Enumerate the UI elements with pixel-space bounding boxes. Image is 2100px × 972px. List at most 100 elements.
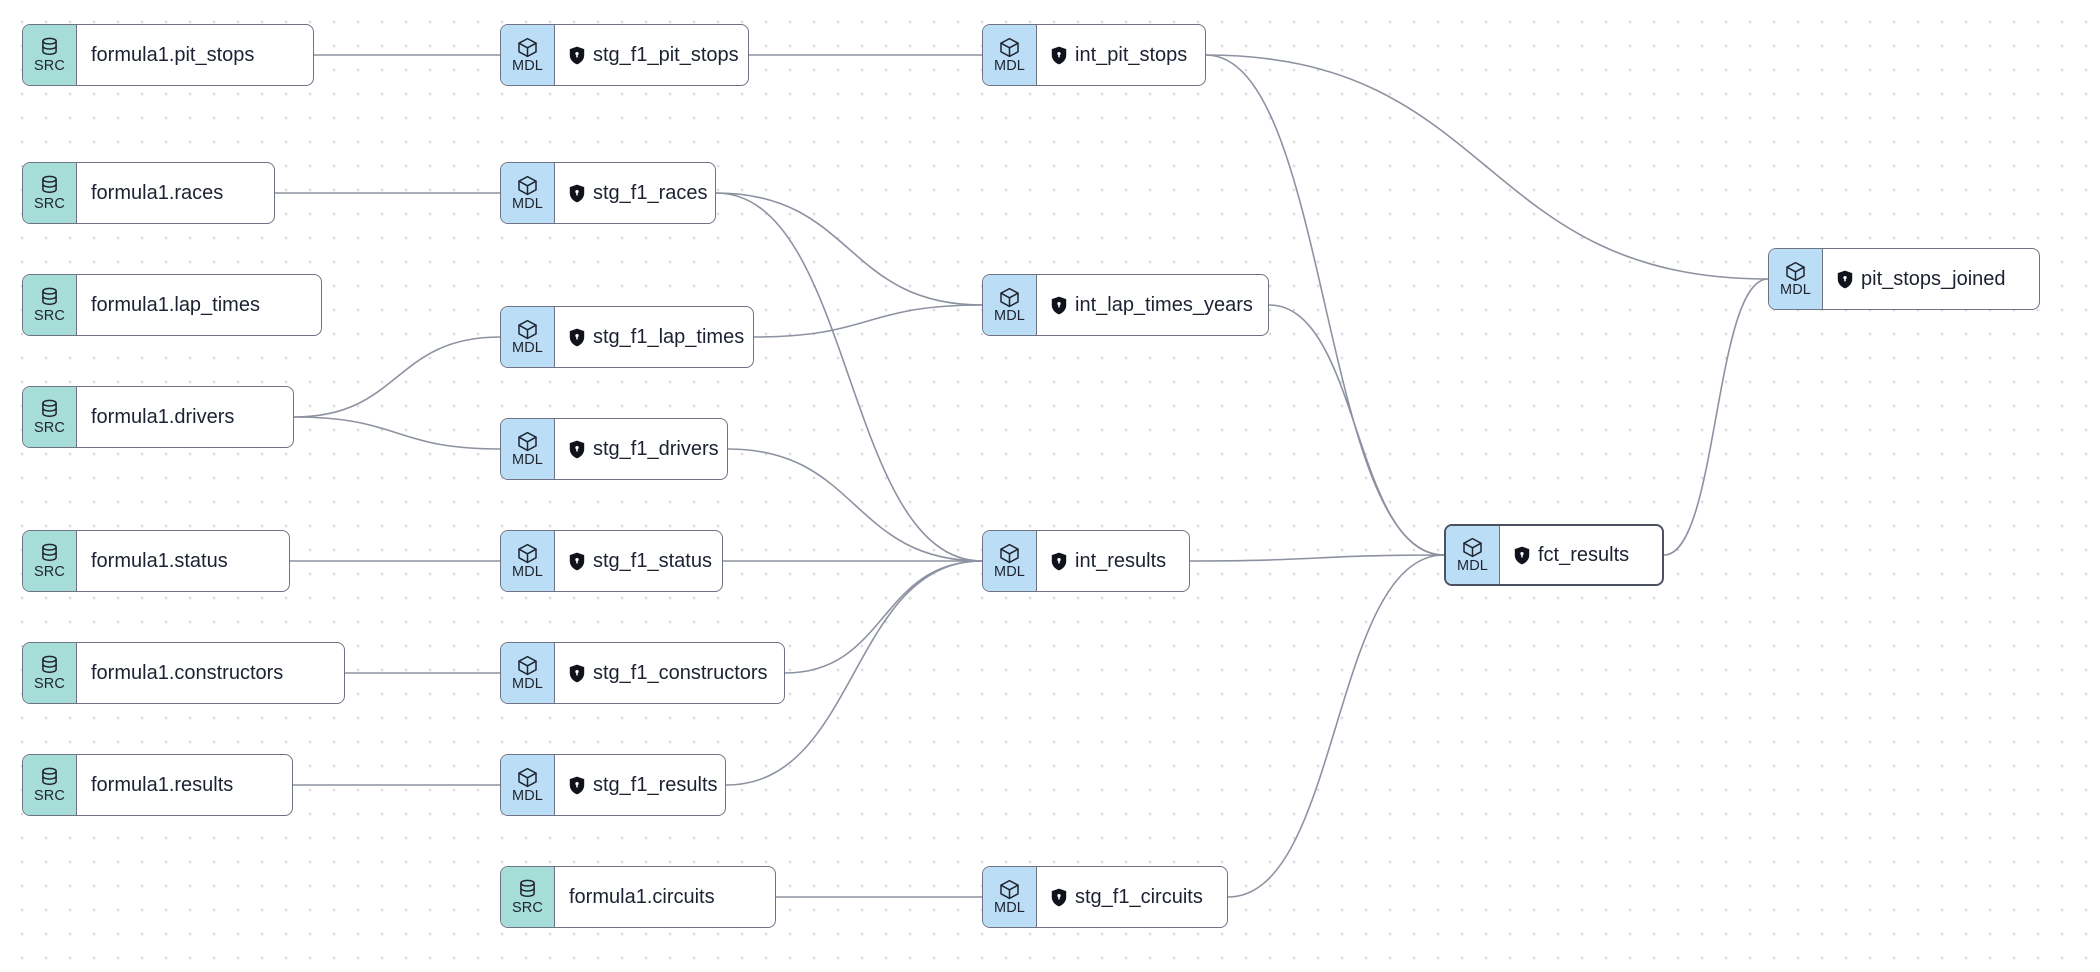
graph-node-stg_f1_drivers[interactable]: MDL stg_f1_drivers xyxy=(500,418,728,480)
cube-icon xyxy=(518,319,537,339)
node-body-stg_f1_races: stg_f1_races xyxy=(555,163,715,223)
node-type-badge-int_lap_times_years: MDL xyxy=(983,275,1037,335)
graph-node-stg_f1_races[interactable]: MDL stg_f1_races xyxy=(500,162,716,224)
database-icon xyxy=(42,37,57,55)
shield-icon xyxy=(1051,296,1067,314)
graph-node-stg_f1_constructors[interactable]: MDL stg_f1_constructors xyxy=(500,642,785,704)
node-type-label: MDL xyxy=(512,451,543,468)
graph-node-formula1_pit_stops[interactable]: SRC formula1.pit_stops xyxy=(22,24,314,86)
shield-icon xyxy=(569,664,585,682)
edge-stg_f1_drivers-to-int_results xyxy=(727,448,983,562)
node-type-badge-pit_stops_joined: MDL xyxy=(1769,249,1823,309)
node-body-formula1_circuits: formula1.circuits xyxy=(555,867,775,927)
node-body-formula1_lap_times: formula1.lap_times xyxy=(77,275,321,335)
database-icon xyxy=(42,287,57,305)
shield-icon xyxy=(569,328,585,346)
node-type-label: SRC xyxy=(34,307,65,324)
cube-icon xyxy=(518,37,537,57)
graph-node-stg_f1_circuits[interactable]: MDL stg_f1_circuits xyxy=(982,866,1228,928)
cube-icon xyxy=(1463,537,1482,557)
node-label: formula1.status xyxy=(91,550,228,572)
cube-icon xyxy=(1000,37,1019,57)
graph-node-stg_f1_status[interactable]: MDL stg_f1_status xyxy=(500,530,723,592)
node-type-badge-stg_f1_circuits: MDL xyxy=(983,867,1037,927)
node-type-label: MDL xyxy=(994,563,1025,580)
node-label: stg_f1_races xyxy=(593,182,708,204)
shield-icon xyxy=(569,184,585,202)
cube-icon xyxy=(518,543,537,563)
node-label: formula1.results xyxy=(91,774,234,796)
node-type-label: SRC xyxy=(34,419,65,436)
node-type-badge-formula1_pit_stops: SRC xyxy=(23,25,77,85)
node-body-formula1_pit_stops: formula1.pit_stops xyxy=(77,25,313,85)
shield-icon xyxy=(1051,888,1067,906)
node-type-badge-formula1_constructors: SRC xyxy=(23,643,77,703)
cube-icon xyxy=(1786,261,1805,281)
node-body-formula1_races: formula1.races xyxy=(77,163,274,223)
node-type-label: MDL xyxy=(512,195,543,212)
node-type-label: MDL xyxy=(994,57,1025,74)
node-body-stg_f1_status: stg_f1_status xyxy=(555,531,722,591)
cube-icon xyxy=(518,655,537,675)
node-body-stg_f1_drivers: stg_f1_drivers xyxy=(555,419,727,479)
node-label: stg_f1_circuits xyxy=(1075,886,1203,908)
node-label: formula1.pit_stops xyxy=(91,44,255,66)
node-type-label: MDL xyxy=(1457,557,1488,574)
database-icon xyxy=(42,175,57,193)
edge-fct_results-to-pit_stops_joined xyxy=(1663,278,1769,556)
node-label: stg_f1_lap_times xyxy=(593,326,745,348)
edge-stg_f1_races-to-int_results xyxy=(715,192,983,562)
node-type-badge-formula1_lap_times: SRC xyxy=(23,275,77,335)
edge-int_results-to-fct_results xyxy=(1189,554,1445,562)
edge-int_pit_stops-to-pit_stops_joined xyxy=(1205,54,1769,280)
shield-icon xyxy=(1514,546,1530,564)
graph-node-formula1_status[interactable]: SRC formula1.status xyxy=(22,530,290,592)
node-body-pit_stops_joined: pit_stops_joined xyxy=(1823,249,2039,309)
node-body-stg_f1_constructors: stg_f1_constructors xyxy=(555,643,784,703)
graph-node-stg_f1_lap_times[interactable]: MDL stg_f1_lap_times xyxy=(500,306,754,368)
shield-icon xyxy=(569,776,585,794)
node-body-stg_f1_pit_stops: stg_f1_pit_stops xyxy=(555,25,748,85)
node-type-label: MDL xyxy=(512,339,543,356)
node-type-badge-formula1_status: SRC xyxy=(23,531,77,591)
node-body-formula1_results: formula1.results xyxy=(77,755,292,815)
node-type-label: SRC xyxy=(34,787,65,804)
node-type-label: MDL xyxy=(512,563,543,580)
graph-node-formula1_lap_times[interactable]: SRC formula1.lap_times xyxy=(22,274,322,336)
node-type-badge-stg_f1_constructors: MDL xyxy=(501,643,555,703)
shield-icon xyxy=(569,46,585,64)
node-body-formula1_status: formula1.status xyxy=(77,531,289,591)
node-type-label: MDL xyxy=(512,787,543,804)
edge-stg_f1_lap_times-to-int_lap_times_years xyxy=(753,304,983,338)
node-type-label: MDL xyxy=(512,675,543,692)
node-type-badge-formula1_drivers: SRC xyxy=(23,387,77,447)
node-label: stg_f1_status xyxy=(593,550,712,572)
cube-icon xyxy=(518,175,537,195)
shield-icon xyxy=(569,440,585,458)
cube-icon xyxy=(518,431,537,451)
graph-node-formula1_results[interactable]: SRC formula1.results xyxy=(22,754,293,816)
node-label: stg_f1_drivers xyxy=(593,438,719,460)
node-type-label: MDL xyxy=(994,307,1025,324)
node-label: formula1.races xyxy=(91,182,224,204)
node-type-badge-stg_f1_lap_times: MDL xyxy=(501,307,555,367)
node-type-badge-stg_f1_races: MDL xyxy=(501,163,555,223)
edge-stg_f1_races-to-int_lap_times_years xyxy=(715,192,983,306)
graph-node-fct_results[interactable]: MDL fct_results xyxy=(1444,524,1664,586)
cube-icon xyxy=(518,767,537,787)
shield-icon xyxy=(569,552,585,570)
node-label: fct_results xyxy=(1538,544,1630,566)
edge-formula1_drivers-to-stg_f1_drivers xyxy=(293,416,501,450)
